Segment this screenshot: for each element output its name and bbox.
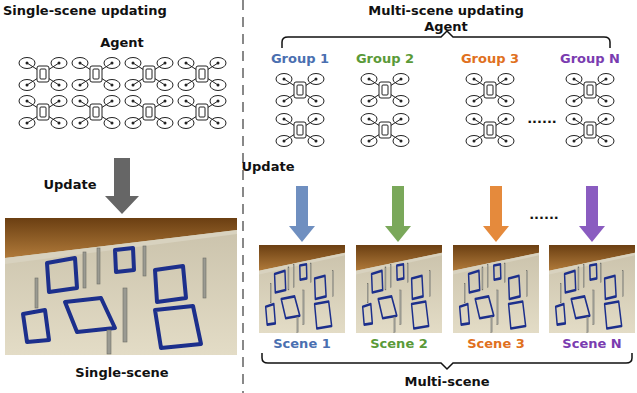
scene-label: Scene 2 <box>370 337 428 351</box>
update-label: Update <box>242 160 295 174</box>
drone-icon <box>72 96 120 129</box>
ellipsis: ...... <box>529 208 559 222</box>
scene-label: Scene N <box>562 337 621 351</box>
update-arrow <box>105 158 139 214</box>
update-arrow <box>579 186 605 242</box>
drone-icon <box>178 96 226 129</box>
drone-group <box>19 58 614 147</box>
drone-icon <box>361 74 409 107</box>
group-label: Group N <box>560 52 620 66</box>
update-arrow <box>483 186 509 242</box>
drone-icon <box>466 74 514 107</box>
group-label: Group 3 <box>461 52 519 66</box>
scene-image <box>549 245 635 333</box>
drone-icon <box>19 58 67 91</box>
bracket <box>262 353 632 369</box>
drone-icon <box>125 96 173 129</box>
group-label: Group 2 <box>356 52 414 66</box>
panel-title: Single-scene updating <box>3 4 167 18</box>
panel-title: Multi-scene updating <box>368 4 523 18</box>
drone-icon <box>178 58 226 91</box>
update-arrows <box>105 158 605 242</box>
drone-icon <box>361 114 409 147</box>
agent-label: Agent <box>424 20 468 34</box>
drone-icon <box>566 74 614 107</box>
scene-group <box>5 218 635 355</box>
agent-label: Agent <box>100 36 144 50</box>
update-arrow <box>289 186 315 242</box>
divider-line <box>242 0 244 393</box>
scene-image <box>5 218 237 355</box>
scene-label: Scene 1 <box>273 337 331 351</box>
drone-icon <box>276 114 324 147</box>
drone-icon <box>19 96 67 129</box>
scene-image <box>453 245 539 333</box>
scene-label: Single-scene <box>75 366 168 380</box>
drone-icon <box>276 74 324 107</box>
ellipsis: ...... <box>527 112 557 126</box>
drone-icon <box>566 114 614 147</box>
drone-icon <box>125 58 173 91</box>
group-label: Group 1 <box>271 52 329 66</box>
scene-image <box>259 245 345 333</box>
scene-label: Scene 3 <box>467 337 525 351</box>
scene-label: Multi-scene <box>404 375 489 389</box>
scene-image <box>356 245 442 333</box>
drone-icon <box>72 58 120 91</box>
update-arrow <box>385 186 411 242</box>
drone-icon <box>466 114 514 147</box>
update-label: Update <box>44 178 97 192</box>
